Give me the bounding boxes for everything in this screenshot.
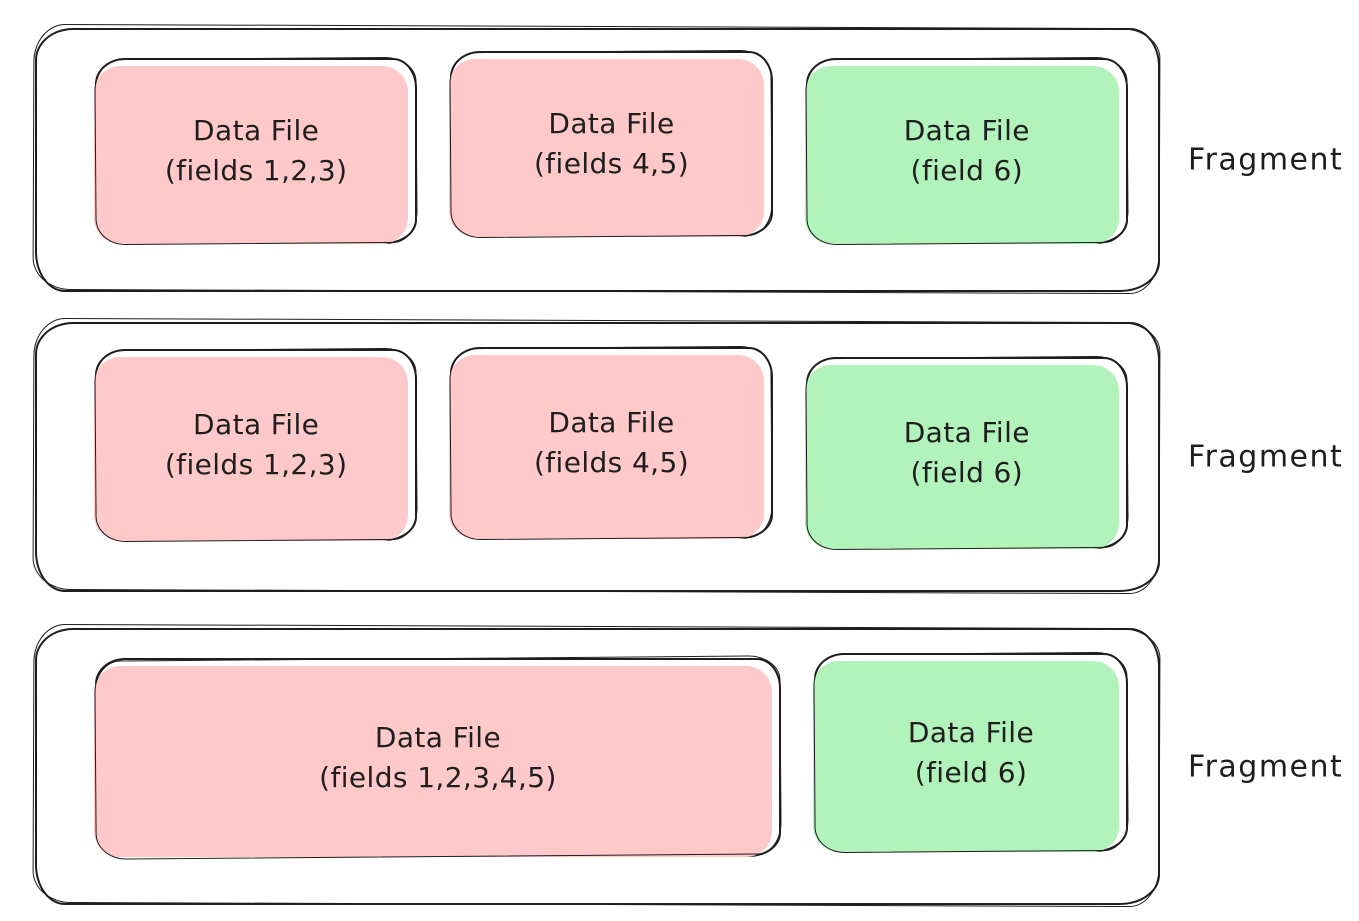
fragment-container: Data File (fields 1,2,3,4,5) Data File (…: [35, 628, 1160, 905]
data-file-label: Data File (fields 4,5): [534, 104, 689, 184]
data-file-label: Data File (field 6): [904, 413, 1030, 493]
data-file-label: Data File (field 6): [908, 713, 1034, 793]
data-file-label: Data File (fields 4,5): [534, 403, 689, 483]
data-file-fields: (field 6): [910, 456, 1024, 489]
fragment-row-3: Data File (fields 1,2,3,4,5) Data File (…: [0, 628, 1359, 905]
data-file-label: Data File (fields 1,2,3): [165, 405, 348, 485]
data-file-name: Data File: [903, 416, 1030, 450]
data-file-name: Data File: [903, 114, 1030, 148]
data-file-fields: (fields 4,5): [533, 446, 690, 479]
data-file-box-fields-1-2-3: Data File (fields 1,2,3): [95, 349, 418, 541]
data-file-box-fields-1-2-3-4-5: Data File (fields 1,2,3,4,5): [95, 658, 781, 857]
data-file-fields: (fields 1,2,3): [164, 448, 348, 481]
fragment-row-2: Data File (fields 1,2,3) Data File (fiel…: [0, 322, 1359, 592]
fragment-container: Data File (fields 1,2,3) Data File (fiel…: [35, 28, 1160, 292]
data-file-name: Data File: [193, 408, 320, 442]
data-file-name: Data File: [548, 107, 675, 141]
data-file-name: Data File: [907, 715, 1035, 749]
data-file-box-field-6: Data File (field 6): [805, 58, 1128, 244]
fragment-label: Fragment: [1188, 749, 1344, 784]
data-file-box-fields-4-5: Data File (fields 4,5): [450, 347, 773, 539]
data-file-fields: (field 6): [910, 154, 1024, 187]
data-file-name: Data File: [548, 406, 675, 440]
data-file-fields: (fields 1,2,3): [164, 154, 348, 187]
data-file-box-field-6: Data File (field 6): [814, 653, 1128, 852]
data-file-fields: (fields 4,5): [533, 147, 690, 180]
data-file-label: Data File (field 6): [904, 111, 1030, 191]
fragment-container: Data File (fields 1,2,3) Data File (fiel…: [35, 322, 1160, 592]
data-file-box-field-6: Data File (field 6): [805, 357, 1128, 549]
data-file-fields: (fields 1,2,3,4,5): [319, 760, 557, 794]
fragment-row-1: Data File (fields 1,2,3) Data File (fiel…: [0, 28, 1359, 292]
fragment-label: Fragment: [1188, 439, 1344, 475]
data-file-box-fields-1-2-3: Data File (fields 1,2,3): [95, 58, 418, 244]
fragment-label: Fragment: [1188, 142, 1344, 178]
data-file-box-fields-4-5: Data File (fields 4,5): [450, 51, 773, 237]
data-file-name: Data File: [193, 114, 320, 148]
data-file-fields: (field 6): [914, 755, 1028, 789]
data-file-label: Data File (fields 1,2,3): [165, 111, 348, 191]
data-file-label: Data File (fields 1,2,3,4,5): [319, 718, 557, 798]
data-file-name: Data File: [374, 720, 502, 754]
